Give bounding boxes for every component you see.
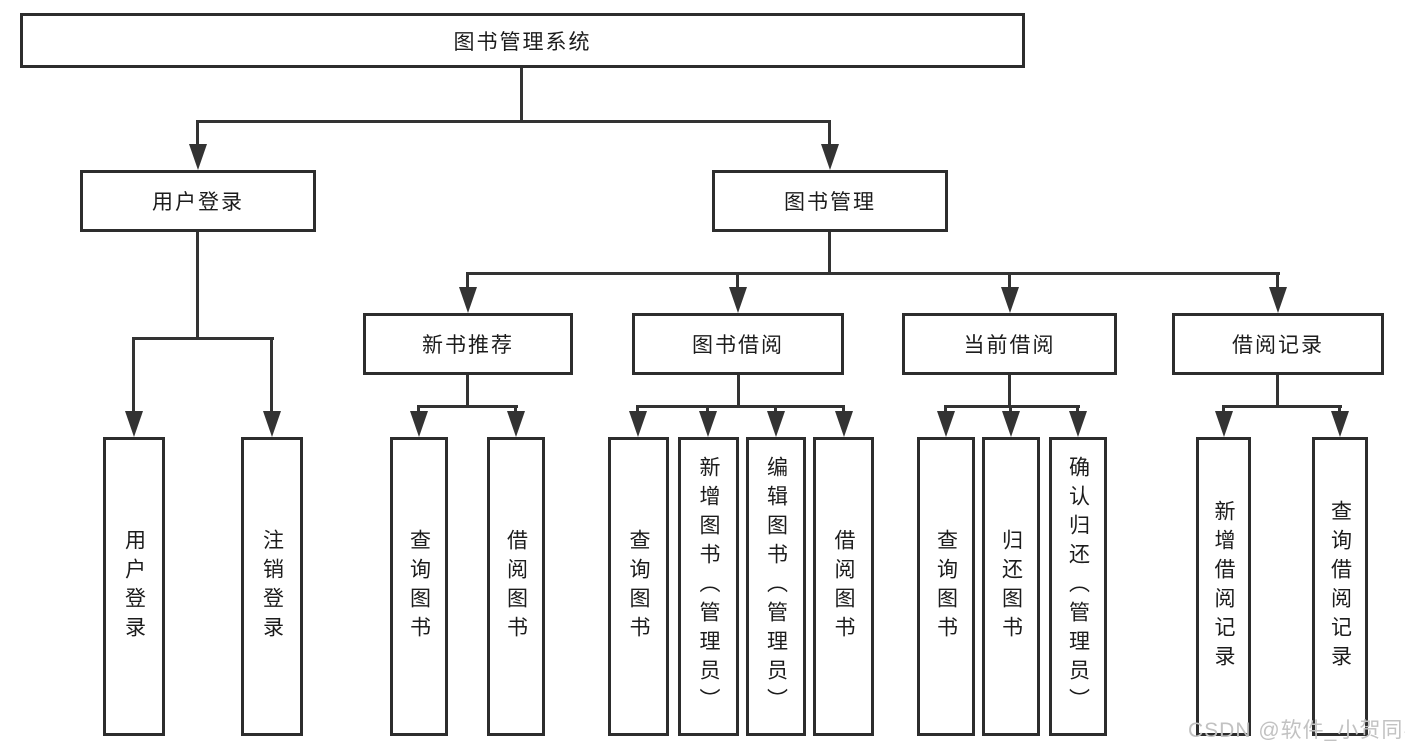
leaf-label: 归还图书	[999, 528, 1023, 645]
arrowhead-down-icon	[410, 411, 428, 437]
arrowhead-down-icon	[125, 411, 143, 437]
connector-records-drop-2	[1338, 405, 1341, 415]
watermark: CSDN @软件_小贺同学	[1188, 719, 1405, 742]
connector-borrowing-drop-2	[706, 405, 709, 415]
leaf-label: 借阅图书	[832, 528, 855, 645]
arrowhead-down-icon	[937, 411, 955, 437]
connector-recommend-bar	[417, 405, 518, 408]
arrowhead-down-icon	[1069, 411, 1087, 437]
arrowhead-down-icon	[507, 411, 525, 437]
leaf-recommend-query-books: 查询图书	[390, 437, 448, 736]
node-new-book-recommend: 新书推荐	[363, 313, 573, 375]
arrowhead-down-icon	[1215, 411, 1233, 437]
connector-recommend-stem	[466, 375, 469, 407]
leaf-label: 注销登录	[260, 528, 284, 645]
arrowhead-down-icon	[729, 287, 747, 313]
leaf-label: 新增借阅记录	[1212, 499, 1235, 674]
leaf-borrowing-borrow-books: 借阅图书	[813, 437, 874, 736]
node-label: 新书推荐	[422, 334, 514, 357]
connector-mgmt-stem	[828, 232, 831, 274]
arrowhead-down-icon	[699, 411, 717, 437]
connector-mgmt-drop-2	[736, 272, 739, 289]
leaf-label: 查询借阅记录	[1328, 499, 1352, 674]
connector-root-drop-right	[828, 120, 831, 146]
arrowhead-down-icon	[767, 411, 785, 437]
node-label: 图书管理系统	[453, 30, 592, 54]
arrowhead-down-icon	[835, 411, 853, 437]
leaf-borrowing-edit-books-admin: 编辑图书（管理员）	[746, 437, 806, 736]
arrowhead-down-icon	[629, 411, 647, 437]
connector-current-drop-1	[944, 405, 947, 415]
node-label: 当前借阅	[963, 334, 1056, 357]
leaf-label: 新增图书（管理员）	[697, 456, 720, 717]
connector-root-drop-left	[196, 120, 199, 146]
arrowhead-down-icon	[821, 144, 839, 170]
leaf-label: 查询图书	[407, 528, 431, 645]
connector-current-drop-2	[1009, 405, 1012, 415]
connector-records-bar	[1222, 405, 1342, 408]
connector-mgmt-drop-3	[1008, 272, 1011, 289]
leaf-label: 查询图书	[934, 528, 958, 645]
connector-current-bar	[944, 405, 1080, 408]
connector-mgmt-drop-1	[466, 272, 469, 289]
connector-root-bar	[196, 120, 831, 123]
connector-current-stem	[1008, 375, 1011, 407]
connector-root-stem	[520, 68, 523, 120]
node-label: 图书管理	[784, 191, 876, 214]
connector-login-bar	[132, 337, 274, 340]
connector-borrowing-drop-1	[636, 405, 639, 415]
arrowhead-down-icon	[1001, 287, 1019, 313]
leaf-current-return-books: 归还图书	[982, 437, 1040, 736]
leaf-label: 确认归还（管理员）	[1066, 456, 1090, 717]
leaf-label: 查询图书	[627, 528, 650, 645]
node-label: 图书借阅	[692, 334, 784, 357]
leaf-recommend-borrow-books: 借阅图书	[487, 437, 545, 736]
leaf-label: 编辑图书（管理员）	[764, 456, 788, 717]
arrowhead-down-icon	[1269, 287, 1287, 313]
connector-mgmt-drop-4	[1276, 272, 1279, 289]
connector-borrowing-stem	[737, 375, 740, 407]
arrowhead-down-icon	[189, 144, 207, 170]
connector-recommend-drop-1	[417, 405, 420, 415]
leaf-logout: 注销登录	[241, 437, 303, 736]
connector-borrowing-drop-4	[842, 405, 845, 415]
leaf-records-query-record: 查询借阅记录	[1312, 437, 1368, 736]
arrowhead-down-icon	[459, 287, 477, 313]
leaf-label: 用户登录	[122, 528, 146, 645]
leaf-current-confirm-return-admin: 确认归还（管理员）	[1049, 437, 1107, 736]
connector-mgmt-bar	[466, 272, 1280, 275]
arrowhead-down-icon	[263, 411, 281, 437]
leaf-borrowing-add-books-admin: 新增图书（管理员）	[678, 437, 739, 736]
node-library-management-system: 图书管理系统	[20, 13, 1025, 68]
connector-borrowing-bar	[636, 405, 845, 408]
connector-recommend-drop-2	[514, 405, 517, 415]
leaf-label: 借阅图书	[504, 528, 528, 645]
leaf-current-query-books: 查询图书	[917, 437, 975, 736]
node-book-management: 图书管理	[712, 170, 948, 232]
node-user-login: 用户登录	[80, 170, 316, 232]
node-label: 用户登录	[152, 191, 244, 214]
arrowhead-down-icon	[1002, 411, 1020, 437]
leaf-records-add-record: 新增借阅记录	[1196, 437, 1251, 736]
connector-login-stem	[196, 232, 199, 339]
connector-current-drop-3	[1076, 405, 1079, 415]
leaf-borrowing-query-books: 查询图书	[608, 437, 669, 736]
connector-login-drop-left	[132, 337, 135, 413]
connector-login-drop-right	[270, 337, 273, 413]
node-borrowing-records: 借阅记录	[1172, 313, 1384, 375]
node-current-borrowing: 当前借阅	[902, 313, 1117, 375]
connector-records-stem	[1276, 375, 1279, 407]
arrowhead-down-icon	[1331, 411, 1349, 437]
connector-records-drop-1	[1222, 405, 1225, 415]
node-book-borrowing: 图书借阅	[632, 313, 844, 375]
leaf-user-login: 用户登录	[103, 437, 165, 736]
node-label: 借阅记录	[1232, 334, 1324, 357]
connector-borrowing-drop-3	[774, 405, 777, 415]
